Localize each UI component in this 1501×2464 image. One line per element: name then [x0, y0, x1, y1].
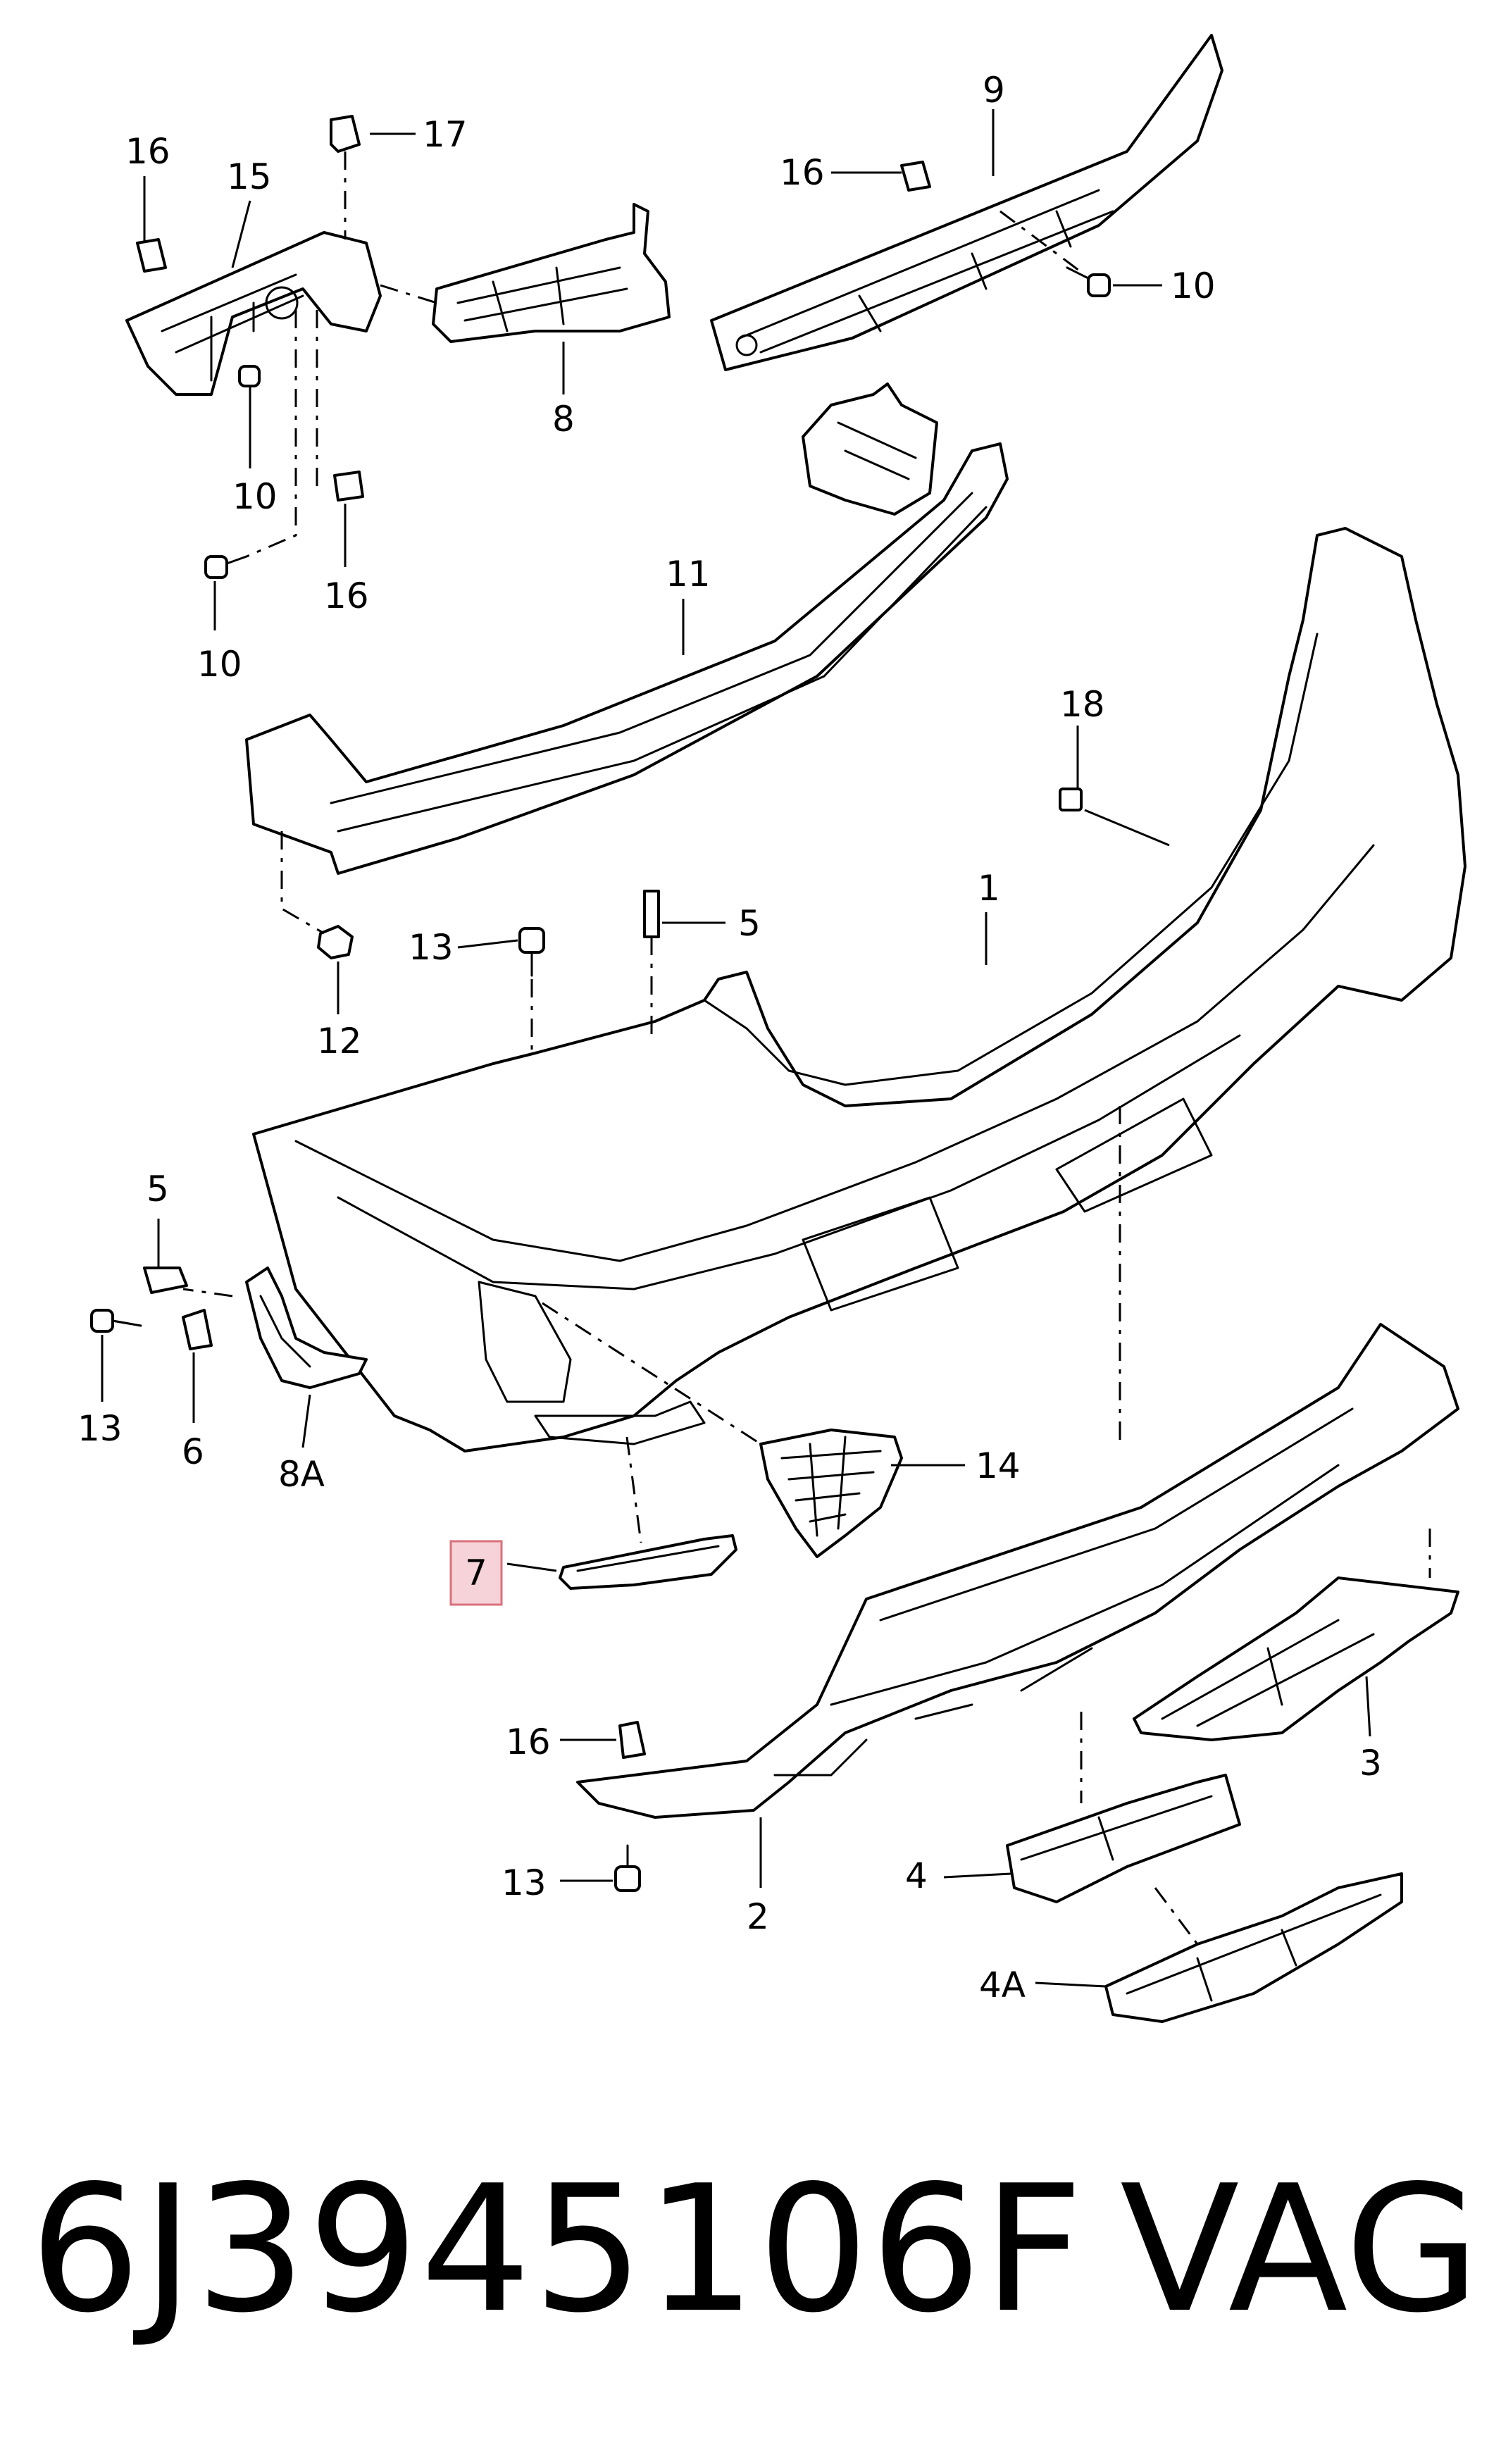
part-14-grille — [759, 1429, 903, 1558]
callout-8a: 8A — [278, 1454, 325, 1495]
callout-10: 10 — [232, 476, 278, 517]
callout-10: 10 — [1171, 266, 1216, 306]
callout-1: 1 — [978, 868, 1000, 909]
callout-16: 16 — [125, 131, 170, 172]
callout-18: 18 — [1060, 684, 1105, 725]
callout-13: 13 — [409, 927, 454, 968]
callout-3: 3 — [1359, 1743, 1382, 1784]
fasteners — [90, 115, 1111, 1892]
highlight-box-7 — [449, 1540, 503, 1606]
callout-11: 11 — [666, 554, 711, 595]
callout-7: 7 — [465, 1553, 487, 1593]
callout-4a: 4A — [979, 1965, 1026, 2005]
part-3-diffuser-piece — [1133, 1576, 1459, 1741]
part-11-reinforcement-bar — [245, 382, 1009, 875]
callout-9: 9 — [983, 70, 1005, 111]
callout-5: 5 — [738, 903, 761, 944]
callout-13: 13 — [77, 1408, 123, 1449]
assembly-lines — [112, 151, 1431, 1945]
part-8-bracket — [432, 203, 671, 343]
callout-10: 10 — [197, 644, 242, 685]
part-number-label: 6J3945106F — [30, 2148, 1085, 2351]
callout-13: 13 — [502, 1862, 547, 1903]
callout-2: 2 — [747, 1896, 769, 1937]
callout-5: 5 — [147, 1169, 169, 1209]
part-4a-bracket — [1104, 1872, 1403, 2023]
part-9-bracket — [710, 34, 1223, 371]
brand-label: VAG — [1120, 2148, 1481, 2351]
part-1-bumper-cover — [252, 527, 1466, 1452]
callout-16: 16 — [780, 152, 825, 193]
callout-4: 4 — [905, 1855, 928, 1896]
callout-12: 12 — [317, 1021, 362, 1062]
callout-14: 14 — [976, 1445, 1021, 1486]
leader-lines — [101, 109, 1371, 1988]
part-8a-bracket — [245, 1267, 368, 1389]
part-4-trim — [1006, 1774, 1241, 1903]
callout-6: 6 — [182, 1431, 204, 1472]
callout-16: 16 — [324, 575, 369, 616]
callouts: 16 15 17 16 9 10 8 10 16 10 11 18 1 5 13… — [77, 70, 1382, 2005]
callout-8: 8 — [552, 399, 575, 440]
callout-16: 16 — [506, 1722, 551, 1762]
part-15-bracket — [125, 231, 382, 396]
part-7-reflector — [559, 1534, 737, 1590]
callout-17: 17 — [423, 114, 468, 155]
part-2-lower-cover — [576, 1323, 1459, 1819]
callout-15: 15 — [227, 156, 272, 197]
